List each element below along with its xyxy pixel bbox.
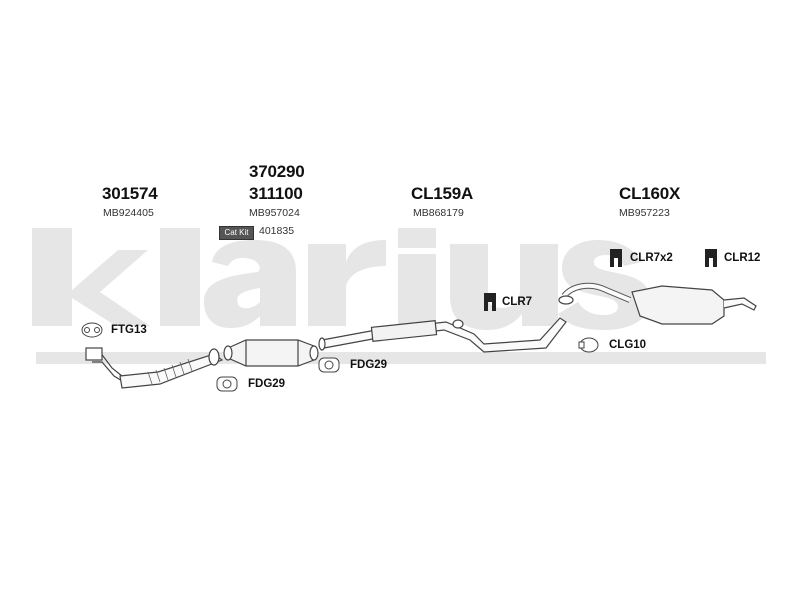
rear-silencer bbox=[558, 282, 757, 325]
fitting-label-clr7x2: CLR7x2 bbox=[630, 252, 673, 264]
cat-kit-badge: Cat Kit bbox=[219, 226, 254, 240]
part-number-front-pipe: 301574 bbox=[102, 184, 158, 203]
oe-number-center-pipe: MB868179 bbox=[413, 207, 464, 219]
rubber-mount-icon bbox=[705, 249, 717, 267]
fitting-label-clr7: CLR7 bbox=[502, 296, 533, 308]
oe-number-front-pipe: MB924405 bbox=[103, 207, 154, 219]
cat-kit-code: 401835 bbox=[259, 225, 295, 237]
front-pipe bbox=[85, 347, 224, 389]
clamp-icon bbox=[578, 337, 599, 353]
catalytic-converter bbox=[223, 339, 319, 367]
gasket-icon bbox=[81, 322, 103, 338]
part-number-center-pipe: CL159A bbox=[411, 184, 474, 203]
part-number-cat-alt: 370290 bbox=[249, 162, 305, 181]
rubber-mount-icon bbox=[610, 249, 622, 267]
rubber-mount-icon bbox=[484, 293, 496, 311]
gasket-icon bbox=[216, 376, 238, 392]
fitting-label-ftg13: FTG13 bbox=[111, 324, 147, 336]
gasket-icon bbox=[318, 357, 340, 373]
part-number-cat: 311100 bbox=[249, 184, 303, 203]
center-pipe bbox=[318, 317, 567, 353]
part-number-rear-silencer: CL160X bbox=[619, 184, 681, 203]
oe-number-cat: MB957024 bbox=[249, 207, 300, 219]
fitting-label-clr12: CLR12 bbox=[724, 252, 761, 264]
fitting-label-fdg29-front: FDG29 bbox=[248, 378, 286, 390]
oe-number-rear-silencer: MB957223 bbox=[619, 207, 670, 219]
fitting-label-fdg29-center: FDG29 bbox=[350, 359, 388, 371]
fitting-label-clg10: CLG10 bbox=[609, 339, 647, 351]
